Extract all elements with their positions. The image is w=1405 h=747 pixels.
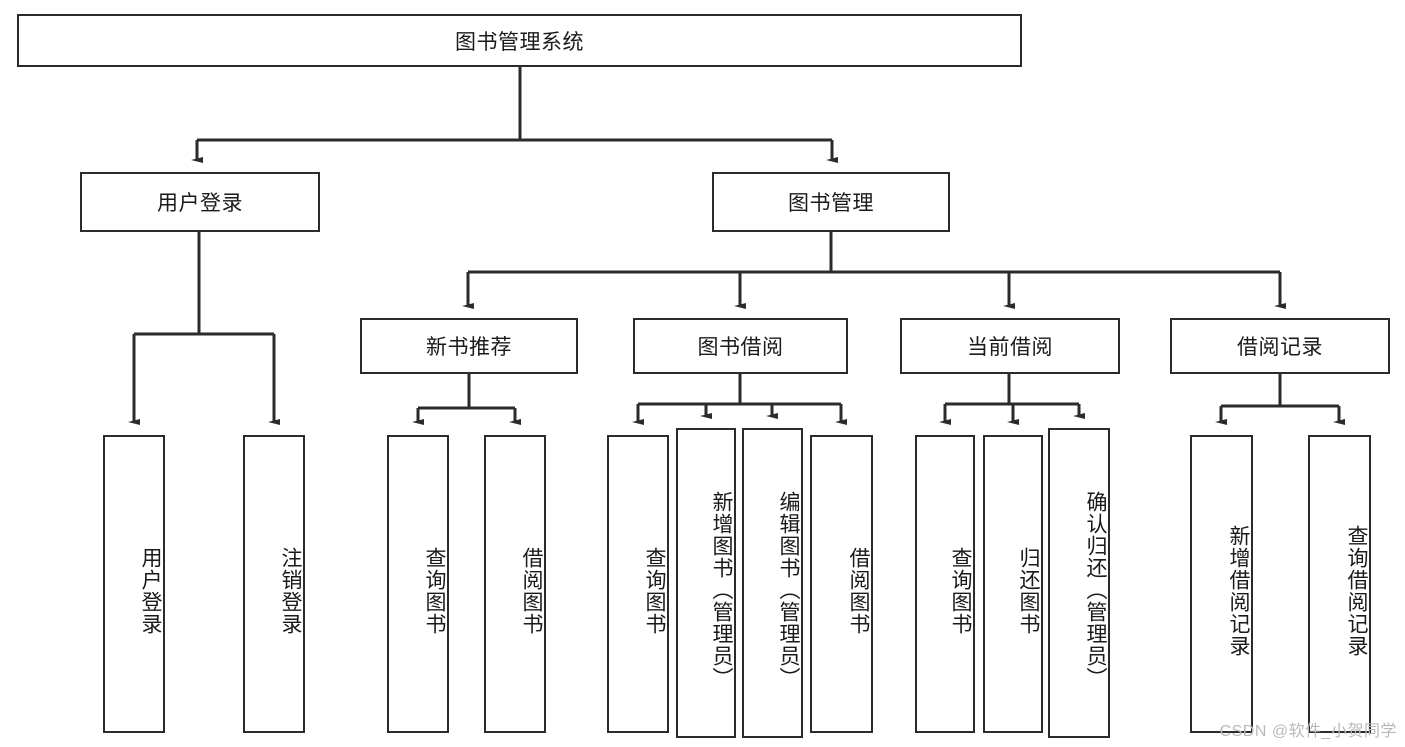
node-leaf-add-record[interactable]: 新增借阅记录 (1190, 435, 1253, 733)
node-book-borrow[interactable]: 图书借阅 (633, 318, 848, 374)
node-root-label: 图书管理系统 (455, 30, 584, 54)
node-current-borrow-label: 当前借阅 (967, 336, 1053, 359)
node-leaf-query-record[interactable]: 查询借阅记录 (1308, 435, 1371, 733)
node-leaf-confirm-return-label: 确认归还（管理员） (1084, 491, 1107, 689)
node-leaf-query-book-1-label: 查询图书 (423, 547, 446, 635)
node-leaf-add-record-label: 新增借阅记录 (1227, 525, 1250, 657)
node-leaf-borrow-book-1-label: 借阅图书 (520, 547, 543, 635)
node-leaf-add-book-label: 新增图书（管理员） (710, 491, 733, 689)
watermark: CSDN @软件_小贺同学 (1219, 723, 1397, 740)
node-current-borrow[interactable]: 当前借阅 (900, 318, 1120, 374)
node-user-login-label: 用户登录 (157, 192, 243, 215)
node-borrow-record-label: 借阅记录 (1237, 336, 1323, 359)
node-leaf-return-book[interactable]: 归还图书 (983, 435, 1043, 733)
node-leaf-user-login[interactable]: 用户登录 (103, 435, 165, 733)
node-leaf-query-book-2-label: 查询图书 (643, 547, 666, 635)
node-leaf-logout[interactable]: 注销登录 (243, 435, 305, 733)
node-leaf-edit-book-label: 编辑图书（管理员） (777, 491, 800, 689)
node-leaf-query-book-2[interactable]: 查询图书 (607, 435, 669, 733)
node-leaf-query-record-label: 查询借阅记录 (1345, 525, 1368, 657)
node-leaf-add-book[interactable]: 新增图书（管理员） (676, 428, 736, 738)
node-book-manage[interactable]: 图书管理 (712, 172, 950, 232)
node-borrow-record[interactable]: 借阅记录 (1170, 318, 1390, 374)
node-book-borrow-label: 图书借阅 (697, 336, 784, 359)
node-root[interactable]: 图书管理系统 (17, 14, 1022, 67)
node-leaf-query-book-1[interactable]: 查询图书 (387, 435, 449, 733)
node-new-book-recommend[interactable]: 新书推荐 (360, 318, 578, 374)
node-user-login[interactable]: 用户登录 (80, 172, 320, 232)
node-book-manage-label: 图书管理 (788, 192, 874, 215)
node-leaf-edit-book[interactable]: 编辑图书（管理员） (742, 428, 803, 738)
node-leaf-logout-label: 注销登录 (279, 547, 302, 635)
node-leaf-user-login-label: 用户登录 (139, 547, 162, 635)
node-leaf-query-book-3-label: 查询图书 (949, 547, 972, 635)
node-leaf-borrow-book-2-label: 借阅图书 (847, 547, 870, 635)
node-leaf-confirm-return[interactable]: 确认归还（管理员） (1048, 428, 1110, 738)
node-leaf-query-book-3[interactable]: 查询图书 (915, 435, 975, 733)
node-leaf-return-book-label: 归还图书 (1017, 547, 1040, 635)
node-leaf-borrow-book-1[interactable]: 借阅图书 (484, 435, 546, 733)
node-leaf-borrow-book-2[interactable]: 借阅图书 (810, 435, 873, 733)
node-new-book-recommend-label: 新书推荐 (426, 336, 512, 359)
